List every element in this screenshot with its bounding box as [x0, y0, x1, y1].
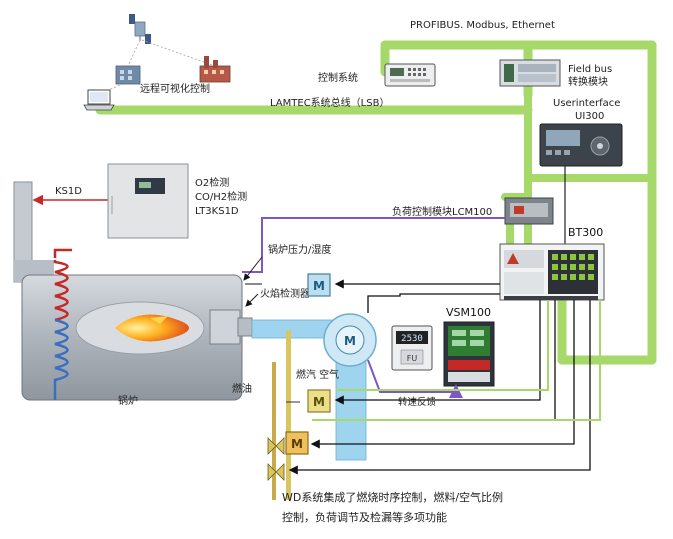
- fan-motor-icon: M: [344, 334, 356, 348]
- fuel-air-label: 燃汽 空气: [296, 368, 339, 381]
- actuator-2-motor-icon: M: [313, 395, 325, 409]
- ks1d-label: KS1D: [55, 186, 82, 197]
- control-system-device[interactable]: [384, 63, 436, 87]
- flame-actuator[interactable]: [307, 273, 331, 297]
- control-building-icon: [115, 65, 141, 85]
- fuel-pipes: [272, 330, 300, 500]
- actuator-1-motor-icon: M: [313, 279, 325, 293]
- air-damper-actuator[interactable]: [307, 389, 331, 413]
- ui-model-label: UI300: [575, 111, 604, 122]
- bt300-controller[interactable]: [499, 243, 605, 301]
- control-signal-lines: [288, 279, 591, 475]
- laptop-icon[interactable]: [83, 89, 115, 111]
- fieldbus-converter-device[interactable]: [499, 59, 561, 87]
- fu-display-unit[interactable]: [391, 325, 433, 371]
- fieldbus-label: Field bus: [568, 64, 612, 75]
- boiler: [21, 274, 253, 401]
- flame-detector-arrow: [245, 293, 259, 307]
- flame-detector-label: 火焰检测器: [260, 287, 310, 300]
- control-system-label: 控制系统: [318, 71, 358, 84]
- green-signal-lines: [312, 300, 601, 421]
- fuel-valve-actuator[interactable]: [285, 431, 309, 455]
- combustion-fan: [323, 313, 377, 367]
- heat-exchanger-coil: [53, 248, 72, 400]
- actuator-3-motor-icon: M: [291, 437, 303, 451]
- pressure-arrow: [243, 256, 263, 281]
- chimney: [13, 181, 54, 283]
- vsm-label: VSM100: [446, 306, 491, 319]
- co-h2-label: CO/H2检测: [195, 190, 247, 203]
- boiler-label: 锅炉: [118, 395, 138, 407]
- satellite-icon: [129, 14, 151, 44]
- lcm-link-purple: [242, 217, 505, 273]
- factory-icon: [199, 56, 231, 83]
- o2-analyzer-cabinet[interactable]: [107, 163, 189, 239]
- protocols-label: PROFIBUS. Modbus, Ethernet: [410, 20, 555, 31]
- fieldbus-label-cn: 转换模块: [568, 75, 608, 88]
- o2-label: O2检测: [195, 176, 229, 189]
- oil-label: 燃油: [232, 382, 252, 395]
- valve-symbol-2: [267, 463, 285, 481]
- caption-line-2: 控制，负荷调节及检漏等多项功能: [282, 510, 447, 524]
- remote-visualization-label: 远程可视化控制: [140, 82, 210, 95]
- lsb-bus-label: LAMTEC系统总线（LSB）: [270, 96, 389, 109]
- ui300-panel[interactable]: [539, 123, 623, 167]
- vsm100-module[interactable]: [443, 321, 495, 387]
- fu-display-unit-label: FU: [407, 354, 418, 363]
- lt3ks1d-label: LT3KS1D: [195, 206, 239, 217]
- speed-feedback-label: 转速反馈: [398, 396, 437, 408]
- caption-line-1: WD系统集成了燃烧时序控制，燃料/空气比例: [282, 490, 503, 504]
- lcm-label: 负荷控制模块LCM100: [392, 205, 492, 218]
- fu-display-value: 2530: [401, 334, 423, 344]
- bt300-label: BT300: [568, 226, 603, 239]
- lcm100-module[interactable]: [504, 197, 554, 225]
- ui-label: Userinterface: [553, 98, 620, 109]
- valve-symbol: [267, 437, 285, 455]
- pressure-label: 锅炉压力/湿度: [268, 243, 331, 256]
